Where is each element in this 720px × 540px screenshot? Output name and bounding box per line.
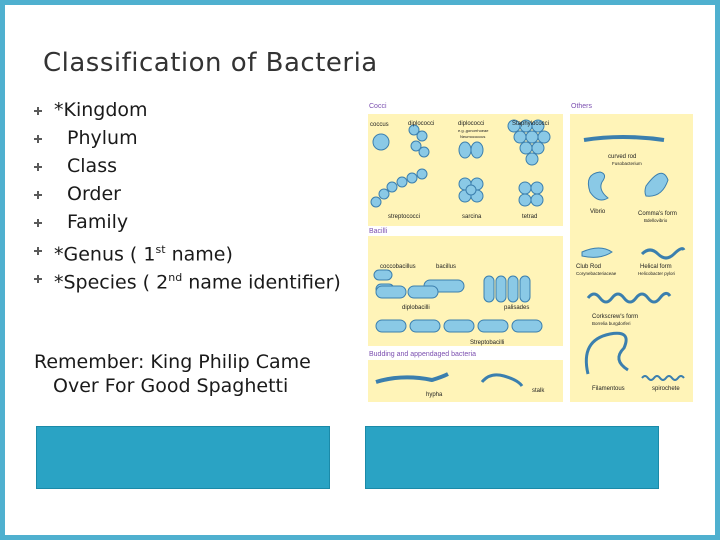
tetrad-label: tetrad — [522, 214, 537, 220]
vibrio-label: Vibrio — [590, 209, 606, 215]
right-content-placeholder — [365, 426, 659, 489]
bacteria-shapes-figure: Cocci Others Bacilli Budding and appenda… — [362, 94, 700, 406]
streptococci-label: streptococci — [388, 214, 420, 220]
bdellovibrio-label: Bdellovibrio — [644, 218, 668, 223]
neumococcus-label: Neumococcus — [460, 134, 485, 139]
tetrad-shape — [518, 181, 544, 207]
helicobacter-label: Helicobacter pylori — [638, 271, 675, 276]
filamentous-label: Filamentous — [592, 386, 625, 392]
streptococci-shape — [370, 168, 428, 208]
top-frame-border — [0, 0, 720, 5]
diplococci-label: diplococci — [408, 121, 434, 127]
corkscrew-shape — [586, 291, 672, 304]
slide-title: Classification of Bacteria — [43, 48, 378, 78]
right-frame-border — [715, 0, 720, 540]
helical-form-shape — [640, 247, 686, 260]
neisseria-shape — [458, 141, 472, 159]
club-rod-shape — [581, 247, 613, 258]
palisades-shape — [483, 275, 531, 303]
bullet-icon — [34, 247, 42, 255]
bacilli-header: Bacilli — [369, 228, 388, 235]
diplococci2-label: diplococci — [458, 121, 484, 127]
mnemonic-text: Remember: King Philip Came Over For Good… — [34, 351, 311, 397]
diplobacilli-label: diplobacilli — [402, 305, 430, 311]
bullet-icon — [34, 163, 42, 171]
left-frame-border — [0, 0, 5, 540]
stalk-label: stalk — [532, 388, 545, 394]
diplobacilli-shape — [375, 285, 407, 299]
bacillus-label: bacillus — [436, 264, 456, 270]
bullet-icon — [34, 191, 42, 199]
budding-header: Budding and appendaged bacteria — [369, 351, 476, 358]
staphylococci-shape — [507, 119, 551, 166]
bullet-icon — [34, 107, 42, 115]
curved-rod-label: curved rod — [608, 154, 636, 160]
coccus-label: coccus — [370, 122, 389, 128]
neisseria-label: e.g.,gonorrhoeae — [458, 128, 489, 133]
corkscrews-form-label: Corkscrew's form — [592, 314, 638, 320]
left-content-placeholder — [36, 426, 330, 489]
hypha-label: hypha — [426, 392, 443, 398]
corynebacteriaceae-label: Corynebacteriaceae — [576, 271, 617, 276]
staphylococci-label: Staphylococci — [512, 121, 549, 127]
club-rod-label: Club Rod — [576, 264, 601, 270]
bullet-icon — [34, 275, 42, 283]
stalk-shape — [480, 373, 524, 387]
borrelia-label: Borrelia burgdorferi — [592, 321, 631, 326]
commas-form-label: Comma's form — [638, 211, 677, 217]
others-panel — [570, 114, 693, 402]
coccobacillus-label: coccobacillus — [380, 264, 416, 270]
palisades-label: palisades — [504, 305, 529, 311]
sarcina-shape — [458, 177, 484, 203]
hypha-shape — [375, 372, 449, 384]
bottom-frame-border — [0, 535, 720, 540]
others-header: Others — [571, 103, 593, 110]
sarcina-label: sarcina — [462, 214, 482, 220]
bullet-icon — [34, 219, 42, 227]
streptobacilli-label: Streptobacilli — [470, 340, 504, 346]
streptobacilli-shape — [375, 319, 543, 333]
spirochete-shape — [641, 375, 685, 381]
fusobacterium-label: Fusobacterium — [612, 161, 642, 166]
cocci-header: Cocci — [369, 103, 387, 110]
budding-panel — [368, 360, 563, 402]
vibrio-shape — [587, 171, 609, 201]
filamentous-shape — [584, 331, 629, 375]
helical-form-label: Helical form — [640, 264, 672, 270]
coccobacillus-shape — [373, 269, 393, 281]
bullet-icon — [34, 135, 42, 143]
coccus-shape — [372, 133, 390, 151]
curved-rod-shape — [583, 135, 665, 142]
diplococci-shape — [408, 124, 420, 136]
spirochete-label: spirochete — [652, 386, 680, 392]
comma-shape — [644, 172, 669, 197]
